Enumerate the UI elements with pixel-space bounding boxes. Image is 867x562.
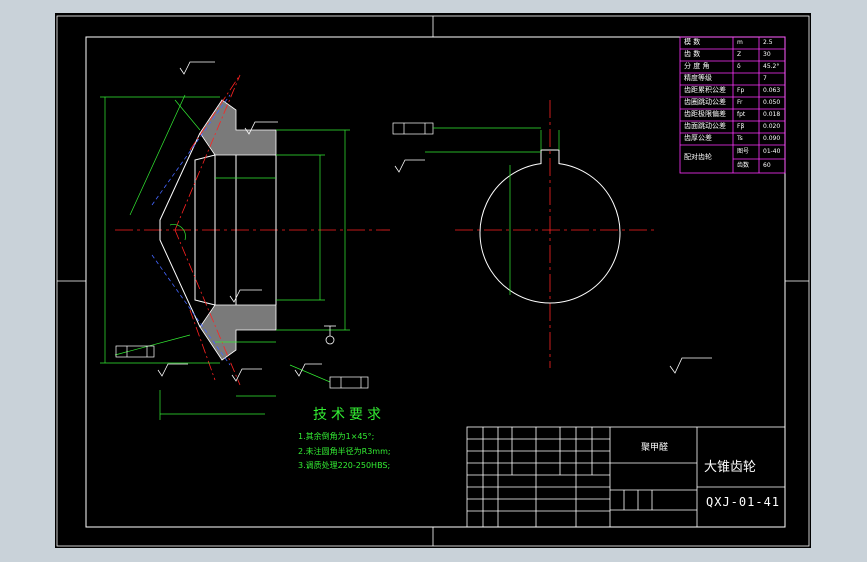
inner-frame <box>85 36 786 528</box>
param-value: 0.018 <box>763 111 781 118</box>
bore-dimensions <box>425 127 560 295</box>
param-value: 30 <box>763 51 771 58</box>
param-symbol: m <box>737 39 743 46</box>
param-label: 齿距极限偏差 <box>684 110 726 118</box>
centering-marks <box>57 16 809 546</box>
param-value: 0.020 <box>763 123 781 130</box>
param-symbol: 图号 <box>737 148 750 155</box>
tech-requirement-line: 3.调质处理220-250HBS; <box>298 461 391 470</box>
param-symbol: fpt <box>737 111 746 118</box>
param-value: 0.050 <box>763 99 781 106</box>
param-value: 60 <box>763 162 771 169</box>
param-label: 齿圈跳动公差 <box>684 98 726 106</box>
material-label: 聚甲醛 <box>641 443 669 453</box>
cone-axis-lines <box>174 74 241 386</box>
dimension-lines <box>100 94 350 420</box>
param-value: 0.090 <box>763 135 781 142</box>
part-name: 大锥齿轮 <box>704 460 757 475</box>
param-value: 01-40 <box>763 148 781 155</box>
drawing-number: QXJ-01-41 <box>706 495 781 509</box>
param-label: 齿距累积公差 <box>684 86 726 94</box>
parameter-table-grid <box>679 36 786 174</box>
param-symbol: Fr <box>737 99 743 106</box>
roughness-symbols <box>157 61 712 382</box>
pitch-cone-lines <box>151 94 231 366</box>
tech-requirement-line: 1.其余倒角为1×45°; <box>298 432 375 441</box>
param-symbol: Ts <box>737 135 743 142</box>
bore-view <box>425 100 655 368</box>
tolerance-frames <box>115 122 434 389</box>
param-value: 2.5 <box>763 39 773 46</box>
param-label: 模 数 <box>684 38 701 46</box>
bore-circle <box>479 149 621 304</box>
datum-symbol <box>324 325 336 345</box>
param-symbol: Fp <box>737 87 745 94</box>
drawing-background <box>55 13 811 548</box>
param-label: 配对齿轮 <box>684 153 712 161</box>
param-symbol: 齿数 <box>737 162 750 169</box>
tech-requirement-line: 2.未注圆角半径为R3mm; <box>298 447 391 456</box>
tech-requirements-title: 技术要求 <box>313 407 385 423</box>
param-label: 齿 数 <box>684 50 701 58</box>
param-value: 45.2° <box>763 63 780 70</box>
gear-section-view <box>100 61 712 420</box>
param-label: 齿面跳动公差 <box>684 122 726 130</box>
section-hatching <box>199 99 277 361</box>
param-symbol: δ <box>737 63 741 70</box>
param-label: 精度等级 <box>684 74 712 82</box>
title-block-grid <box>466 426 786 528</box>
param-value: 7 <box>763 75 767 82</box>
param-label: 分 度 角 <box>684 62 710 70</box>
param-label: 齿厚公差 <box>684 134 712 142</box>
param-symbol: Z <box>737 51 742 58</box>
param-value: 0.063 <box>763 87 781 94</box>
param-symbol: Fβ <box>737 123 745 130</box>
